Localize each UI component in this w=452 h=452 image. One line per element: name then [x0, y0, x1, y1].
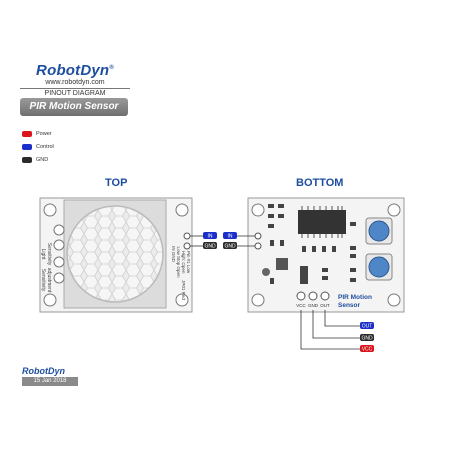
legend-label: GND	[36, 157, 49, 163]
gnd-swatch	[22, 157, 32, 163]
pin-gnd	[254, 242, 262, 250]
mount-hole	[251, 293, 265, 307]
legend-power: Power	[22, 131, 52, 137]
sensitivity-label: Sensitivity	[40, 269, 46, 292]
regulator	[276, 258, 288, 270]
sensitivity-label: Sensitivity	[46, 243, 52, 266]
ic-chip	[298, 210, 346, 234]
mount-hole	[175, 293, 189, 307]
board-label-line2: Sensor	[338, 302, 361, 309]
in-tag	[223, 232, 237, 239]
in-tag-label: IN	[208, 234, 213, 240]
legend-label: Power	[36, 131, 52, 137]
trimmer	[53, 272, 65, 284]
robotdyn-logo: RobotDyn®	[36, 62, 114, 79]
capacitor-top	[368, 220, 390, 242]
out-pin-label: OUT	[320, 303, 330, 308]
mount-hole	[387, 293, 401, 307]
in-tag	[203, 232, 217, 239]
silk-text: JP01 Red	[181, 280, 186, 300]
adjustment-label: adjustment	[46, 268, 52, 293]
gnd-tag-label: GND	[224, 244, 236, 250]
ldr-component	[53, 224, 65, 236]
legend-control: Control	[22, 144, 54, 150]
top-board: Light Sensitivity Sensitivity adjustment…	[39, 197, 217, 313]
bottom-view-title: BOTTOM	[296, 177, 344, 189]
light-label: Light	[40, 249, 46, 260]
pin-gnd	[308, 291, 318, 301]
out-tag	[360, 322, 374, 329]
legend-label: Control	[36, 144, 54, 150]
bottom-board: IN GND	[223, 197, 405, 353]
mount-hole	[387, 203, 401, 217]
in-tag-label: IN	[228, 234, 233, 240]
board-label-line1: PIR Motion	[338, 294, 372, 301]
power-swatch	[22, 131, 32, 137]
capacitor-top	[368, 256, 390, 278]
diagram-subtitle: PINOUT DIAGRAM	[20, 88, 130, 97]
gnd-tag	[223, 242, 237, 249]
silk-text: Pin #1 Low	[186, 251, 191, 274]
gnd-tag-label: GND	[361, 336, 373, 342]
pin-out	[320, 291, 330, 301]
footer-logo: RobotDyn	[22, 366, 65, 376]
product-banner: PIR Motion Sensor	[20, 98, 128, 116]
vcc-tag	[360, 345, 374, 352]
out-tag-label: OUT	[362, 324, 373, 330]
pin-vcc	[296, 291, 306, 301]
trimmer	[53, 256, 65, 268]
mount-hole	[251, 203, 265, 217]
gnd-tag-label: GND	[204, 244, 216, 250]
pin-gnd	[183, 242, 191, 250]
led	[262, 268, 270, 276]
footer-date: 15 Jan 2018	[22, 377, 78, 386]
silk-text: High: Open	[181, 251, 186, 274]
pin-in	[254, 232, 262, 240]
silk-text: Low Stop Open	[176, 246, 181, 278]
silk-text: IN GND	[171, 246, 176, 263]
website-url: www.robotdyn.com	[45, 79, 105, 86]
mount-hole	[43, 293, 57, 307]
top-view-title: TOP	[105, 177, 128, 189]
ldr-component	[53, 239, 65, 251]
gnd-pin-label: GND	[308, 303, 319, 308]
vcc-pin-label: VCC	[296, 303, 306, 308]
legend-gnd: GND	[22, 157, 48, 163]
gnd-tag	[360, 334, 374, 341]
vcc-tag-label: VCC	[362, 347, 373, 353]
control-swatch	[22, 144, 32, 150]
gnd-tag	[203, 242, 217, 249]
fresnel-lens	[66, 205, 164, 303]
mount-hole	[43, 203, 57, 217]
mount-hole	[175, 203, 189, 217]
pin-in	[183, 232, 191, 240]
